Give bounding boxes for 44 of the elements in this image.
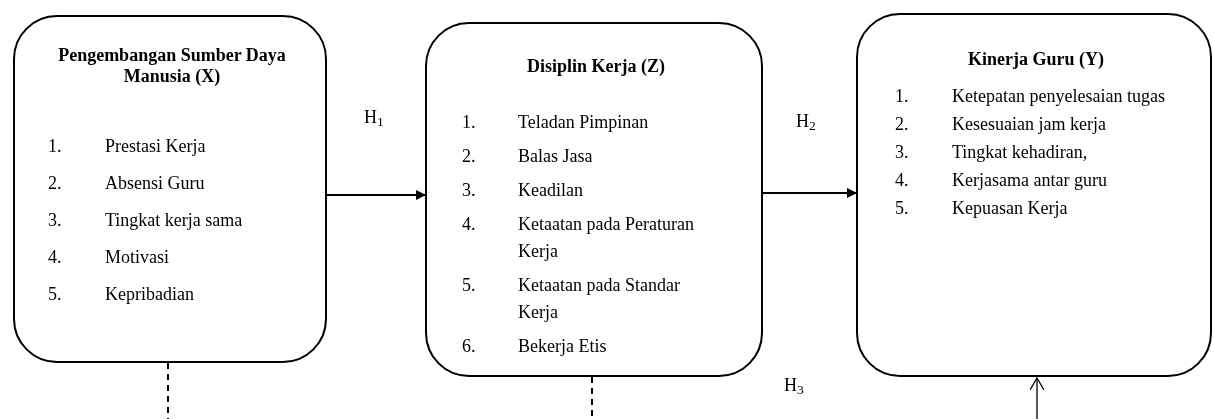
rounded-box — [425, 22, 763, 377]
list-item: Tingkat kehadiran, — [952, 141, 1089, 164]
box-heading: Pengembangan Sumber Daya Manusia (X) — [57, 45, 287, 87]
hypothesis-label: H$_{3}$ — [784, 374, 804, 399]
list-number: 3. — [48, 209, 62, 232]
list-number: 1. — [895, 85, 909, 108]
rounded-box — [13, 15, 327, 363]
list-item: Ketaatan pada Peraturan Kerja — [518, 213, 695, 263]
arrow — [762, 188, 857, 198]
list-item: Teladan Pimpinan — [518, 111, 650, 134]
list-item: Absensi Guru — [105, 172, 206, 195]
list-number: 1. — [48, 135, 62, 158]
list-number: 4. — [895, 169, 909, 192]
list-item: Ketaatan pada Standar Kerja — [518, 274, 681, 324]
list-number: 2. — [895, 113, 909, 136]
list-item: Tingkat kerja sama — [105, 209, 244, 232]
list-item: Keadilan — [518, 179, 584, 202]
rounded-box — [856, 13, 1212, 377]
arrow — [326, 190, 426, 200]
list-number: 2. — [462, 145, 476, 168]
dashed-line — [167, 362, 169, 419]
list-number: 6. — [462, 335, 476, 358]
list-number: 3. — [895, 141, 909, 164]
list-number: 3. — [462, 179, 476, 202]
list-item: Bekerja Etis — [518, 335, 608, 358]
list-item: Balas Jasa — [518, 145, 594, 168]
dashed-line — [591, 376, 593, 419]
list-number: 5. — [462, 274, 476, 297]
list-item: Prestasi Kerja — [105, 135, 207, 158]
list-number: 2. — [48, 172, 62, 195]
box-heading: Disiplin Kerja (Z) — [526, 56, 666, 77]
list-item: Kepribadian — [105, 283, 195, 306]
list-number: 5. — [48, 283, 62, 306]
arrow — [1029, 377, 1045, 419]
list-number: 5. — [895, 197, 909, 220]
box-heading: Kinerja Guru (Y) — [967, 49, 1105, 70]
list-number: 1. — [462, 111, 476, 134]
list-number: 4. — [48, 246, 62, 269]
list-item: Kesesuaian jam kerja — [952, 113, 1107, 136]
list-item: Kerjasama antar guru — [952, 169, 1108, 192]
list-number: 4. — [462, 213, 476, 236]
list-item: Kepuasan Kerja — [952, 197, 1069, 220]
list-item: Motivasi — [105, 246, 170, 269]
list-item: Ketepatan penyelesaian tugas — [952, 85, 1166, 108]
